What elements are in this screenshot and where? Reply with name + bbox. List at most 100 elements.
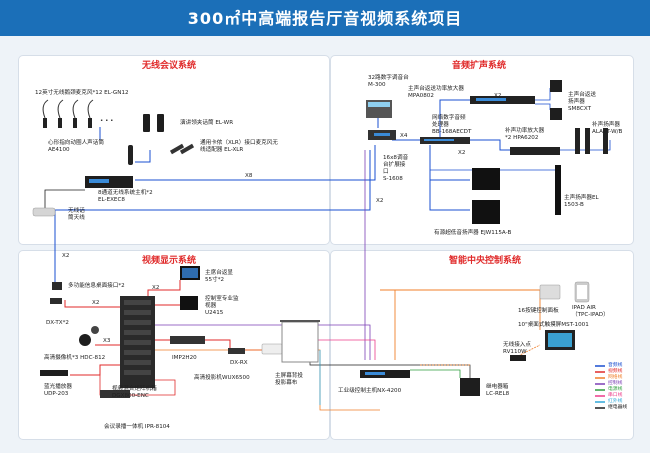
label-touch: 10"桌面式触摸屏MST-1001 (518, 322, 589, 328)
count-x3: X3 (103, 338, 111, 344)
legend-item: 红外线 (608, 399, 623, 404)
wire-matrix-recorder (99, 365, 176, 396)
legend-item: 视频线 (608, 369, 623, 374)
label-cardioid: 心形指向动圈人声话筒 AE4100 (48, 140, 104, 153)
count-x8: X8 (245, 173, 253, 179)
legend-item: 继电器线 (608, 405, 628, 410)
count-x4: X4 (400, 133, 408, 139)
desk-if-device (50, 282, 62, 304)
matrix16-device (368, 130, 396, 140)
label-main-amp: 主声台返送功率放大器 MPA0802 (408, 86, 464, 99)
wire-desk-matrix (64, 300, 120, 308)
count-x2-main: X2 (494, 93, 502, 99)
recorder-device (100, 390, 130, 398)
label-ipad: IPAD AIR （TPC-IPAD） (572, 305, 609, 318)
count-x2-fill: X2 (458, 150, 466, 156)
wire-amp-spk (535, 88, 551, 110)
wire-antenna (44, 189, 85, 208)
wire-proc-subs (429, 145, 470, 211)
label-wap: 无线接入点 RV110W (503, 342, 531, 355)
label-speaker-unit: 演讲领夹话筒 EL-WR (180, 120, 234, 126)
wire-proc-amp (439, 99, 470, 138)
section-wireless: 无线会议系统 (138, 58, 201, 71)
touch-device (545, 330, 575, 350)
label-host: 8通道无线系统主机*2 EL-EXEC8 (98, 190, 153, 203)
column-spk-device (555, 165, 561, 215)
fill-amp-device (510, 147, 560, 155)
label-imp: IMP2H20 (172, 355, 197, 361)
count-x2-video-a: X2 (62, 253, 70, 259)
label-relay: 继电器箱 LC-REL8 (486, 384, 510, 397)
gooseneck-mics (42, 99, 94, 128)
projector-device (261, 343, 283, 355)
label-column-spk: 主声扬声器EL 1503-B (564, 195, 599, 208)
label-screen: 主屏幕背投 投影幕布 (275, 373, 303, 386)
ipad-device (574, 281, 590, 303)
label-main-spk: 主声台返送 扬声器 SM8CXT (568, 92, 596, 112)
label-fill-spk: 补声扬声器 ALAST-W/B (592, 122, 623, 135)
screen-device (280, 320, 320, 363)
wire-matrix-tv (147, 280, 181, 300)
label-matrix16: 16x8调音 台扩展接 口 S-1608 (383, 155, 409, 182)
dxrx-device (228, 348, 245, 354)
tv-device (180, 266, 200, 280)
title-bar (0, 0, 650, 36)
count-x2-video-c: X2 (152, 285, 160, 291)
legend-item: 音频线 (608, 363, 623, 368)
label-panel16: 16按键控制面板 (518, 308, 559, 314)
legend-item: 串口线 (608, 393, 623, 398)
camera-device (79, 326, 99, 346)
control-host-device (360, 370, 410, 378)
label-dxrx: DX-RX (230, 360, 248, 366)
wire-bluray-matrix (70, 364, 120, 376)
wire-net-touch (380, 289, 541, 330)
wap-device (510, 355, 526, 361)
wire-mics-host (99, 127, 151, 163)
legend-item: 电源线 (608, 387, 623, 392)
label-universal: 通用卡侬（XLR）接口麦克风无 线适配器 EL-XLR (200, 140, 278, 153)
antenna-device (32, 207, 56, 217)
xlr-mics (169, 143, 195, 155)
label-ctrl-tv: 控制室专业监 视器 U2415 (205, 296, 239, 316)
main-amp-device (470, 96, 535, 104)
label-control-host: 工业级控制主机NX-4200 (338, 388, 402, 394)
count-x2-audio: X2 (376, 198, 384, 204)
section-control: 智能中央控制系统 (445, 253, 526, 266)
fill-spk-device (575, 128, 608, 154)
label-fill-amp: 补声功率放大器 *2 HPA6202 (505, 128, 545, 141)
imp-device (170, 336, 205, 344)
label-desk-if: 多功能信息桌面接口*2 (68, 283, 125, 289)
section-audio: 音频扩声系统 (448, 58, 511, 71)
bodypack-tx (143, 114, 164, 132)
page-title: 300㎡中高端报告厅音视频系统项目 (187, 9, 463, 28)
sub-device (472, 168, 500, 224)
label-cam: 高清摄像机*3 HDC-812 (44, 355, 106, 361)
wire-serial (300, 339, 376, 360)
legend-swatches (595, 365, 605, 409)
wire-audio-desk (54, 150, 371, 290)
label-dxtx: DX-TX*2 (46, 320, 69, 326)
ctrl-tv-device (180, 296, 198, 310)
label-dots: • • • (100, 118, 114, 124)
label-recorder: 会议录播一体机 IPR-8104 (104, 424, 170, 430)
relay-device (460, 378, 480, 396)
matrix-device (120, 296, 155, 388)
wire-proc-fill (470, 139, 510, 151)
dynamic-mic (128, 145, 133, 165)
legend-item: 网络线 (608, 375, 623, 380)
wire-wap-touch (420, 344, 541, 366)
panel-control (330, 250, 634, 440)
legend-item: 控制线 (608, 381, 623, 386)
label-gooseneck: 12英寸无线鹅颈麦克风*12 EL-GN12 (35, 90, 129, 96)
wire-host-matrix16 (135, 145, 376, 181)
wireless-host-device (85, 176, 133, 188)
wire-relay (410, 369, 461, 378)
count-x2-video-b: X2 (92, 300, 100, 306)
label-main-tv: 主席台返显 55寸*2 (205, 270, 233, 283)
label-antenna: 无线话 筒天线 (68, 208, 85, 221)
panel16-device (539, 284, 561, 300)
mixer-device (366, 100, 392, 118)
label-processor: 网络数字音频 处理器 BB-168AECDT (432, 115, 472, 135)
